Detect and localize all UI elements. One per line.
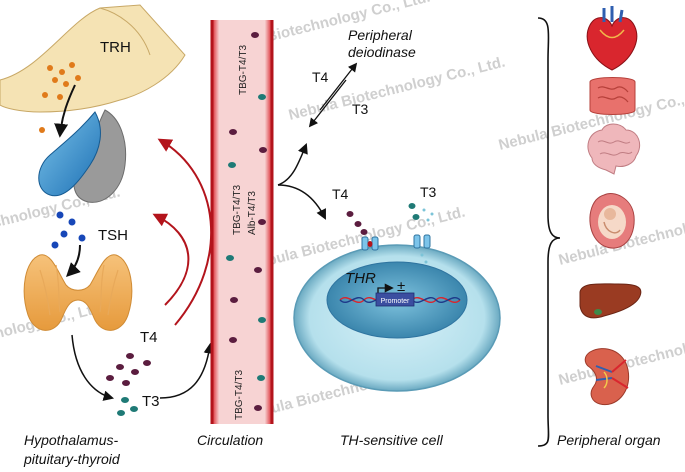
tsh-label: TSH	[98, 227, 128, 244]
cell-t4-label: T4	[332, 186, 349, 202]
t4-label: T4	[140, 329, 158, 346]
vessel-label-mid1: TBG-T4/T3	[232, 185, 243, 235]
membrane-transporter-t4	[361, 236, 379, 251]
pituitary-illustration	[38, 109, 127, 203]
hpt-caption-line2: pituitary-thyroid	[23, 451, 121, 467]
cell-caption: TH-sensitive cell	[340, 432, 444, 448]
vessel-to-deiodinase-arrow	[277, 143, 308, 186]
vessel-hormone-dots	[226, 32, 267, 411]
deiodinase-label-line1: Peripheral	[348, 27, 413, 43]
deiodinase-label-line2: deiodinase	[348, 44, 416, 60]
promoter-label: Promoter	[381, 298, 410, 305]
uterus-fetus-icon	[589, 193, 635, 249]
vessel-label-bottom: TBG-T4/T3	[234, 370, 245, 420]
membrane-transporter-t3	[413, 234, 431, 264]
thyroid-illustration	[23, 254, 133, 331]
intestine-icon	[589, 77, 636, 115]
vessel-label-mid2: Alb-T4/T3	[247, 191, 258, 235]
tsh-arrow	[66, 244, 81, 277]
tsh-dots	[51, 211, 86, 249]
trh-label: TRH	[100, 39, 131, 56]
deiodinase-t4-label: T4	[312, 69, 329, 85]
conversion-arrow-reverse	[308, 79, 347, 128]
t3-label: T3	[142, 393, 160, 410]
t3-dots	[117, 397, 138, 416]
to-circulation-arrow	[159, 342, 215, 399]
conversion-arrow-forward	[319, 62, 358, 111]
cell-t3-dots	[408, 203, 434, 222]
cell-t3-label: T3	[420, 184, 437, 200]
vessel-label-top: TBG-T4/T3	[238, 45, 249, 95]
trh-arrow	[54, 84, 76, 138]
feedback-arrow-to-hypothalamus	[152, 213, 190, 306]
t4-dots	[106, 353, 151, 386]
brain-icon	[587, 123, 641, 175]
hypothalamus-illustration	[0, 4, 186, 113]
trh-dots	[39, 62, 81, 133]
feedback-arrow-to-pituitary	[157, 138, 213, 326]
thr-label: THR	[345, 270, 376, 287]
vessel-to-cell-arrow	[277, 184, 326, 220]
heart-icon	[586, 6, 638, 71]
hpt-caption-line1: Hypothalamus-	[24, 432, 118, 448]
kidney-icon	[584, 348, 630, 406]
organ-caption: Peripheral organ	[557, 432, 661, 448]
deiodinase-t3-label: T3	[352, 101, 369, 117]
thyroid-output-arrow	[71, 334, 115, 401]
plus-minus-label: ±	[397, 278, 405, 295]
cell-t4-dots	[346, 211, 368, 235]
liver-icon	[579, 283, 642, 319]
organ-brace	[537, 17, 561, 447]
circulation-caption: Circulation	[197, 432, 263, 448]
promoter-box	[375, 292, 415, 307]
